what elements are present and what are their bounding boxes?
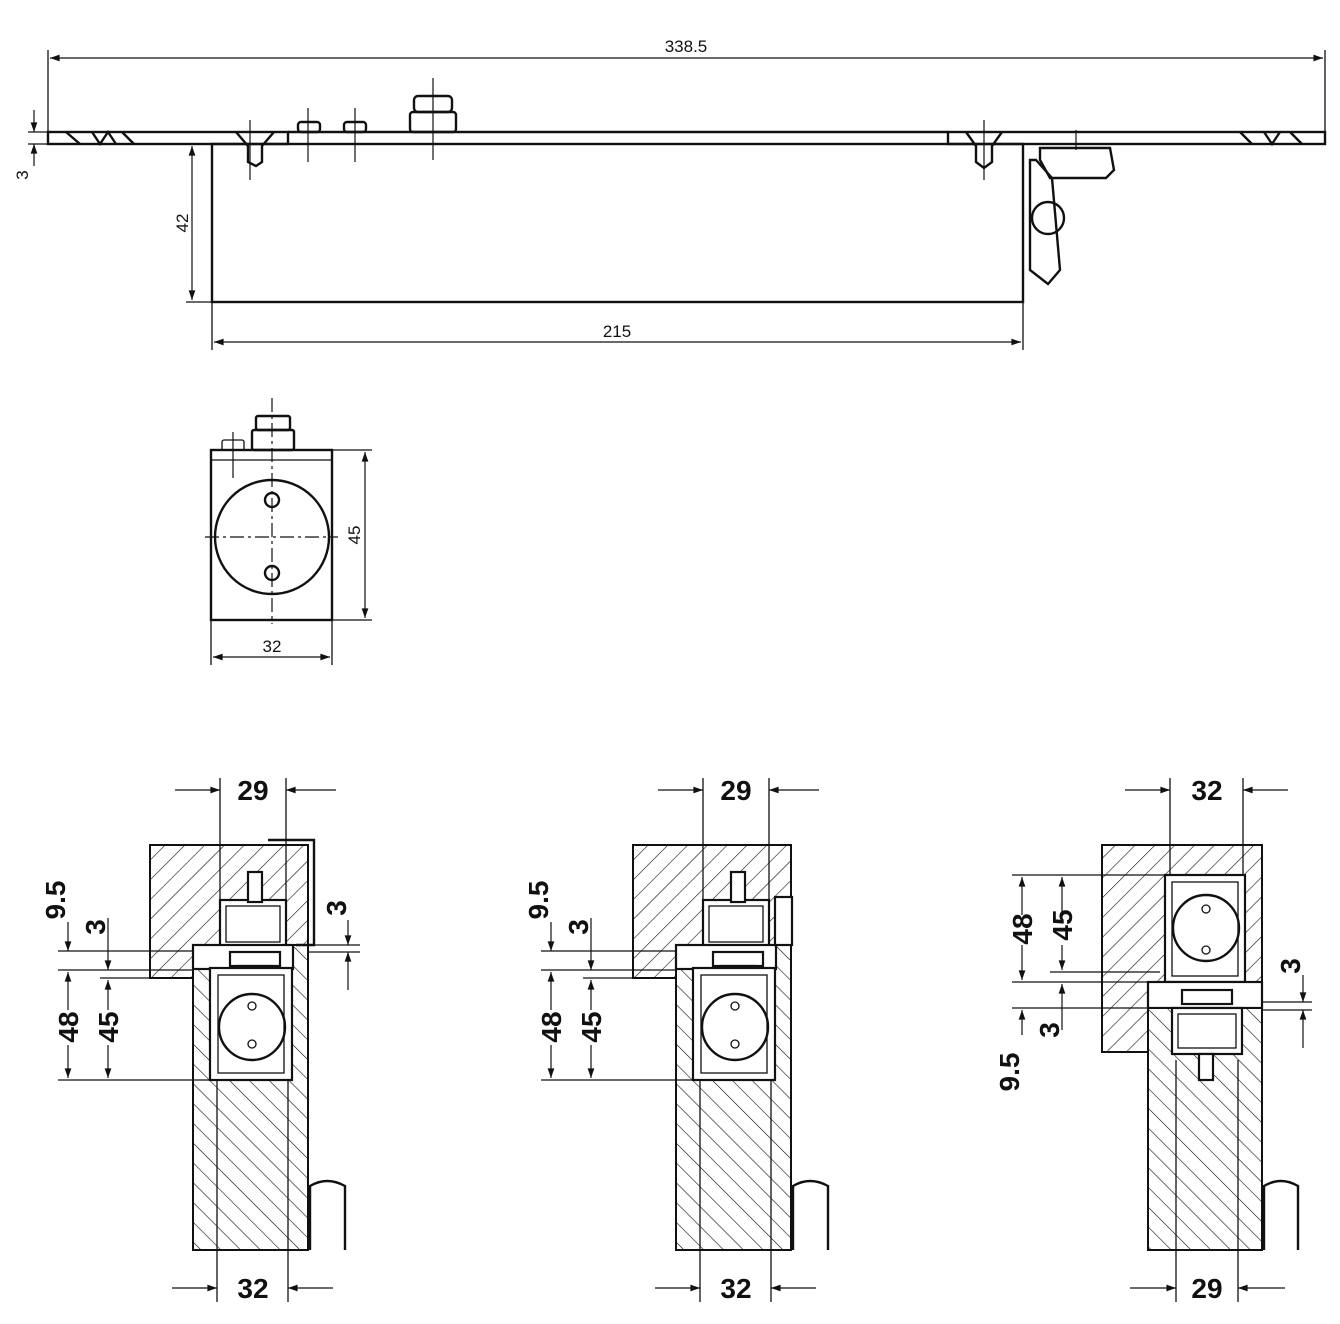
section-3-top-width-label: 32 (1191, 775, 1222, 806)
side-width-label: 32 (263, 637, 282, 656)
top-view: 338.5 3 42 215 (13, 37, 1327, 350)
overall-length-label: 338.5 (665, 37, 708, 56)
section-1 (58, 778, 347, 1302)
section-3-offset-label: 9.5 (994, 1053, 1025, 1092)
section-1-right-gap-label: 3 (321, 900, 352, 916)
section-1-outer-height-label: 48 (53, 1011, 84, 1042)
section-3 (1012, 778, 1312, 1302)
section-2-outer-height-label: 48 (536, 1011, 567, 1042)
mounting-plate-left (46, 130, 290, 146)
section-1-bottom-width-label: 32 (237, 1273, 268, 1304)
section-1-gap-label: 3 (80, 919, 111, 935)
section-1-offset-label: 9.5 (40, 881, 71, 920)
side-height-label: 45 (345, 526, 364, 545)
section-1-inner-height-label: 45 (93, 1011, 124, 1042)
section-3-gap-label: 3 (1034, 1022, 1065, 1038)
section-1-top-width-label: 29 (237, 775, 268, 806)
section-2-bottom-width-label: 32 (720, 1273, 751, 1304)
side-view: 45 32 (205, 398, 372, 665)
section-3-inner-height-label: 45 (1047, 909, 1078, 940)
hinge-pin (308, 1179, 347, 1250)
pinion-circle (217, 992, 287, 1062)
section-2-gap-label: 3 (563, 919, 594, 935)
section-3-right-gap-label: 3 (1275, 958, 1306, 974)
body-length-label: 215 (603, 322, 631, 341)
section-2-offset-label: 9.5 (523, 881, 554, 920)
plate-thickness-label: 3 (13, 170, 32, 179)
pinion-arm-icon (1038, 146, 1116, 180)
mounting-bracket (268, 838, 316, 947)
section-2-top-width-label: 29 (720, 775, 751, 806)
section-3-bottom-width-label: 29 (1191, 1273, 1222, 1304)
mounting-plate-right (946, 130, 1327, 146)
section-3-outer-height-label: 48 (1007, 913, 1038, 944)
section-2-inner-height-label: 45 (576, 1011, 607, 1042)
closer-body (210, 142, 1025, 304)
body-height-label: 42 (173, 214, 192, 233)
